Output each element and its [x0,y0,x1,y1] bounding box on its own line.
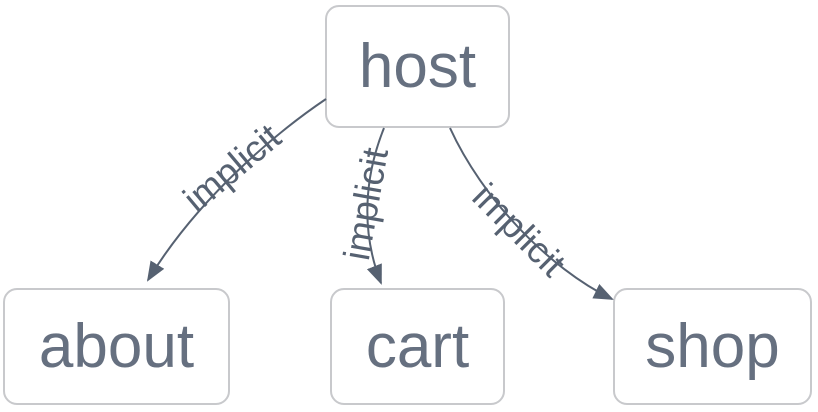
node-about: about [3,288,230,405]
edge-host-about [146,98,327,282]
node-label-cart: cart [365,311,470,381]
node-host: host [325,5,510,128]
node-label-shop: shop [645,311,780,381]
node-label-about: about [38,311,195,381]
edge-host-cart [366,127,385,285]
node-cart: cart [330,288,505,405]
edge-host-shop [449,127,614,300]
edge-label-host-about: implicit [176,115,290,220]
node-shop: shop [613,288,812,405]
node-label-host: host [358,31,477,101]
edge-label-host-cart: implicit [336,144,396,263]
edge-label-host-shop: implicit [465,176,574,285]
